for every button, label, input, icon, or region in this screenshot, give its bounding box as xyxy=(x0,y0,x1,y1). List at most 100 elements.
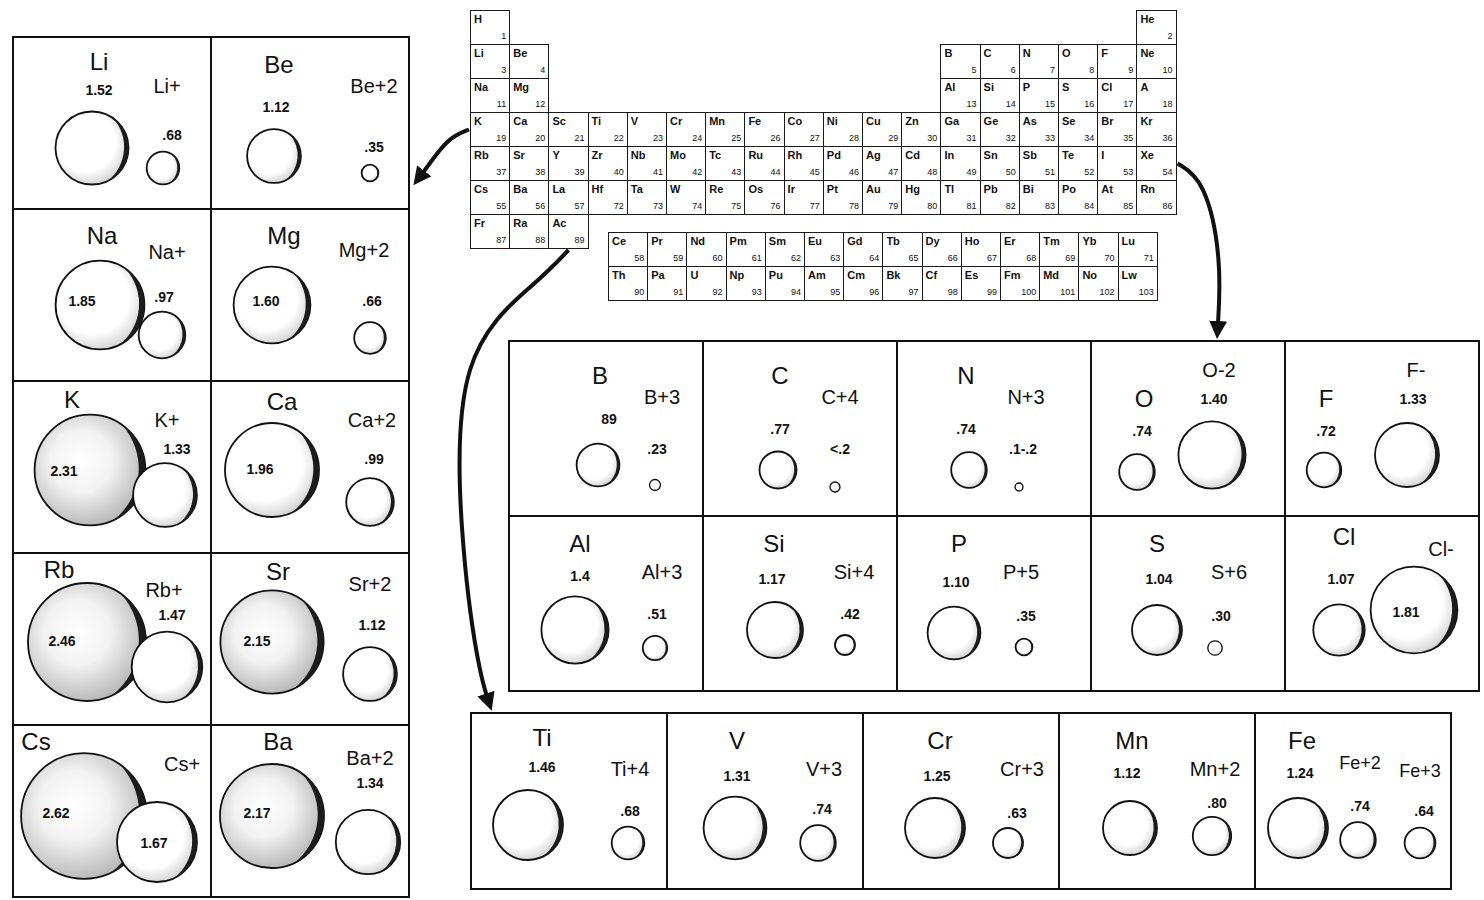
element-symbol: Bi xyxy=(1023,184,1034,195)
element-cell: La57 xyxy=(548,180,588,215)
atom-sphere xyxy=(1307,453,1342,488)
atomic-number: 29 xyxy=(888,134,898,143)
element-cell: N7 xyxy=(1019,44,1059,79)
radius-value: 89 xyxy=(601,412,617,426)
element-cell: Lw103 xyxy=(1118,266,1158,301)
element-symbol: Fm xyxy=(1004,270,1021,281)
element-cell: Br35 xyxy=(1097,112,1137,147)
element-symbol: Lu xyxy=(1122,236,1135,247)
radius-value: 1.85 xyxy=(68,294,95,308)
sphere-outline xyxy=(220,590,323,693)
element-symbol: Si xyxy=(984,82,994,93)
sphere-shade xyxy=(1432,574,1457,649)
element-symbol: Te xyxy=(1062,150,1074,161)
sphere-shade xyxy=(787,607,803,655)
radius-value: 1.33 xyxy=(163,442,190,456)
sphere-shade xyxy=(607,447,619,484)
element-cell: As33 xyxy=(1019,112,1059,147)
element-symbol: Na xyxy=(87,224,118,248)
element-symbol: Mg xyxy=(267,224,300,248)
sphere-outline xyxy=(1208,641,1222,655)
radius-value: 1.67 xyxy=(140,836,167,850)
sphere-outline xyxy=(354,322,386,354)
ion-sphere xyxy=(800,825,836,861)
radius-cell: B89B+3.23 xyxy=(508,340,704,517)
element-cell: Sc21 xyxy=(548,112,588,147)
radius-value: .97 xyxy=(154,290,173,304)
radius-value: .72 xyxy=(1316,424,1335,438)
atomic-number: 41 xyxy=(653,168,663,177)
atomic-number: 21 xyxy=(575,134,585,143)
element-symbol: Cl xyxy=(1333,525,1356,549)
radius-cell: O.74O-21.40 xyxy=(1090,340,1286,517)
element-symbol: Ho xyxy=(965,236,980,247)
element-cell: Ag47 xyxy=(862,146,902,181)
element-symbol: Rb xyxy=(44,558,75,582)
element-symbol: Cs xyxy=(474,184,488,195)
atom-sphere xyxy=(56,261,145,350)
element-cell: P15 xyxy=(1019,78,1059,113)
element-symbol: Be xyxy=(264,53,293,77)
element-symbol: Kr xyxy=(1140,116,1152,127)
element-cell: Tb65 xyxy=(882,232,922,267)
atom-sphere xyxy=(1119,454,1155,490)
atomic-number: 26 xyxy=(771,134,781,143)
ion-symbol: Al+3 xyxy=(642,562,683,582)
radius-value: 2.15 xyxy=(243,634,270,648)
element-cell: Ce58 xyxy=(608,232,648,267)
element-symbol: N xyxy=(957,364,974,388)
radius-cell: Mn1.12Mn+2.80 xyxy=(1058,712,1256,890)
sphere-outline xyxy=(336,810,400,874)
element-cell: Rn86 xyxy=(1136,180,1176,215)
atomic-number: 8 xyxy=(1089,66,1094,75)
element-symbol: Tc xyxy=(709,150,721,161)
radius-value: 2.17 xyxy=(243,806,270,820)
element-symbol: Li xyxy=(90,50,109,74)
atomic-number: 31 xyxy=(967,134,977,143)
radius-value: .42 xyxy=(840,607,859,621)
element-symbol: Tl xyxy=(944,184,954,195)
sphere-outline xyxy=(1405,828,1436,859)
element-cell: Tc43 xyxy=(705,146,745,181)
ion-symbol: Cs+ xyxy=(164,754,200,774)
atom-sphere xyxy=(247,129,301,183)
atomic-number: 14 xyxy=(1006,100,1016,109)
atomic-number: 33 xyxy=(1045,134,1055,143)
radius-value: 1.25 xyxy=(923,769,950,783)
element-symbol: Hf xyxy=(592,184,604,195)
sphere-outline xyxy=(234,267,311,344)
sphere-outline xyxy=(493,790,563,860)
radius-cell: C.77C+4<.2 xyxy=(702,340,898,517)
ion-symbol: Cl- xyxy=(1428,539,1454,559)
atomic-number: 74 xyxy=(692,202,702,211)
element-cell: U92 xyxy=(686,266,726,301)
ion-sphere xyxy=(346,478,394,526)
element-symbol: C xyxy=(771,364,788,388)
ion-sphere xyxy=(993,828,1023,858)
element-cell: Th90 xyxy=(608,266,648,301)
atomic-number: 73 xyxy=(653,202,663,211)
sphere-shade xyxy=(1331,456,1341,486)
element-symbol: H xyxy=(474,14,482,25)
atomic-number: 47 xyxy=(888,168,898,177)
sphere-shade xyxy=(635,830,644,858)
element-cell: Cr24 xyxy=(666,112,706,147)
element-cell: Nb41 xyxy=(627,146,667,181)
element-cell: Sb51 xyxy=(1019,146,1059,181)
element-symbol: La xyxy=(552,184,565,195)
element-symbol: Np xyxy=(730,270,745,281)
sphere-shade xyxy=(1145,457,1155,488)
atomic-number: 68 xyxy=(1026,254,1036,263)
atomic-number: 6 xyxy=(1011,66,1016,75)
element-cell: Fm100 xyxy=(1000,266,1040,301)
element-symbol: Ba xyxy=(263,730,292,754)
radius-value: .66 xyxy=(362,294,381,308)
sphere-outline xyxy=(133,463,197,527)
atomic-number: 67 xyxy=(987,254,997,263)
ion-symbol: Mg+2 xyxy=(339,240,390,260)
radius-value: 2.31 xyxy=(50,464,77,478)
ion-symbol: Na+ xyxy=(148,242,185,262)
atomic-number: 103 xyxy=(1139,288,1154,297)
sphere-shade xyxy=(1421,429,1439,484)
element-cell: F9 xyxy=(1097,44,1137,79)
